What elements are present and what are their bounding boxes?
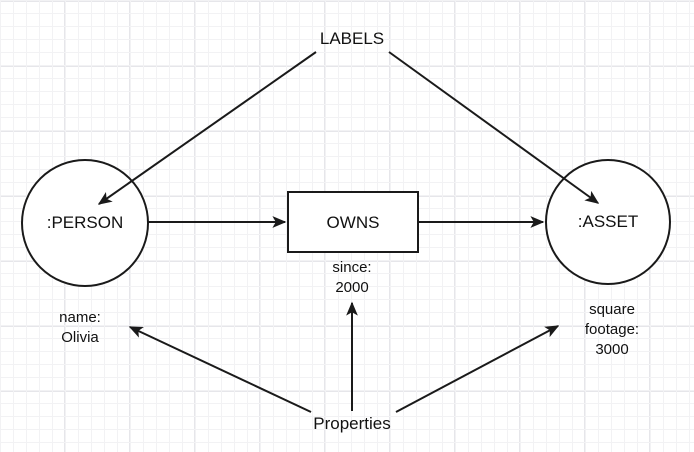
property-asset-line-2: footage: (584, 321, 640, 338)
property-asset-line-3: 3000 (595, 341, 629, 358)
property-person-line-2: Olivia (61, 329, 99, 346)
property-relationship-line-1: since: (332, 259, 372, 276)
edge-labels-to-person[interactable] (97, 51, 317, 205)
property-asset: square footage: 3000 (585, 300, 639, 360)
annotation-labels: LABELS (319, 29, 385, 48)
relationship-owns-box[interactable] (287, 191, 419, 253)
node-person-label: :PERSON (46, 213, 124, 232)
property-asset-line-1: square (589, 301, 635, 318)
relationship-owns-label: OWNS (326, 213, 380, 232)
edge-properties-to-person-property[interactable] (128, 326, 312, 413)
edge-labels-to-asset[interactable] (388, 51, 600, 204)
edge-properties-to-asset-property[interactable] (395, 325, 560, 413)
property-relationship-line-2: 2000 (335, 279, 369, 296)
node-asset-circle[interactable] (545, 159, 671, 285)
property-person: name: Olivia (59, 308, 101, 348)
annotation-properties: Properties (313, 414, 391, 433)
property-relationship: since: 2000 (332, 258, 371, 298)
node-asset-label: :ASSET (577, 212, 639, 231)
property-person-line-1: name: (59, 309, 101, 326)
